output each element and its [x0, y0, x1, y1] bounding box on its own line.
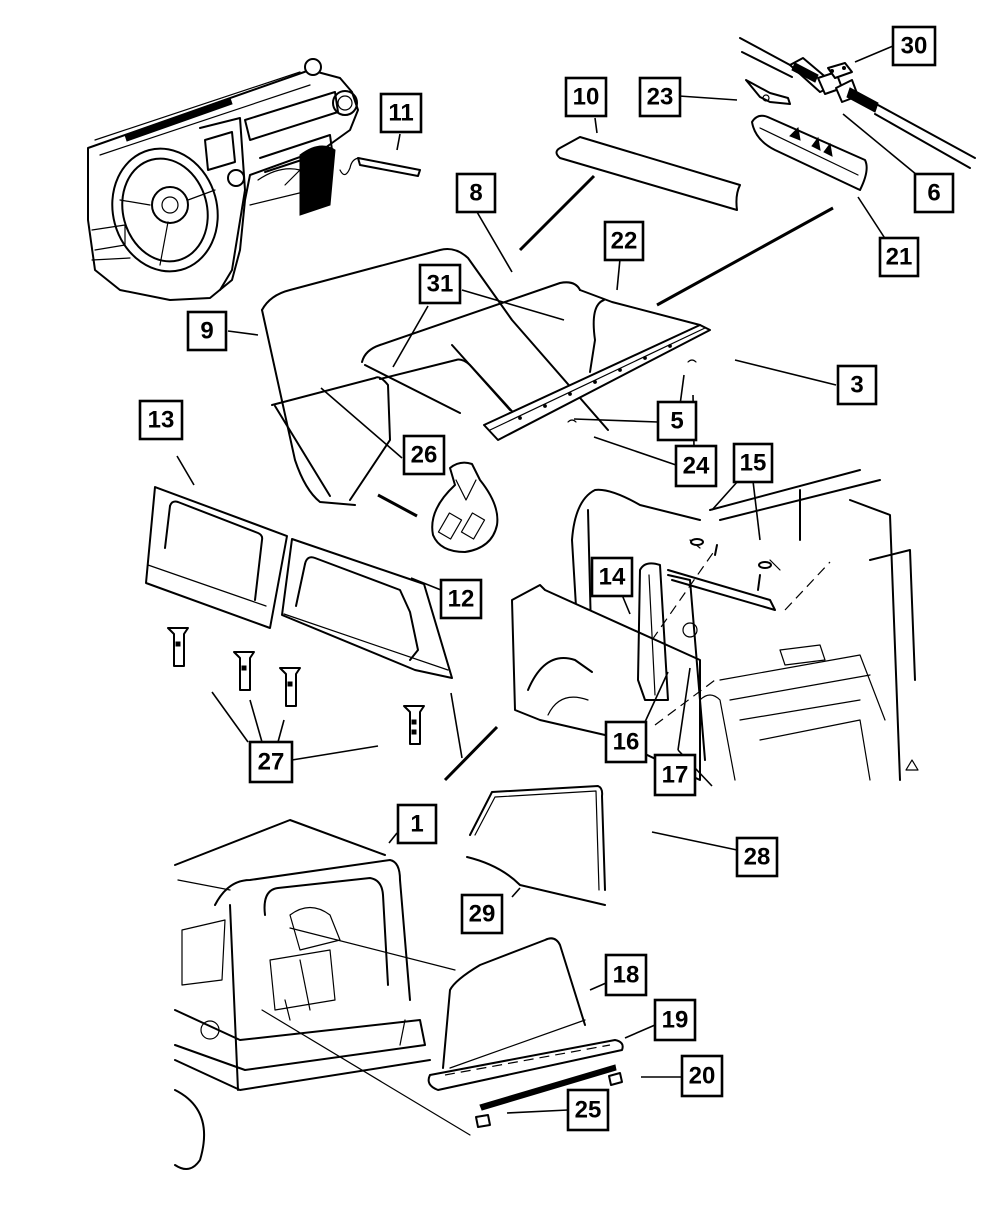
callout-21[interactable]: 21: [878, 236, 920, 278]
callout-6[interactable]: 6: [913, 172, 955, 214]
callout-31-label: 31: [427, 271, 454, 298]
callout-24[interactable]: 24: [674, 444, 718, 488]
part-11-tool: [339, 157, 421, 177]
callout-31[interactable]: 31: [418, 263, 462, 305]
callout-26-label: 26: [411, 442, 438, 469]
part-26-hardware-bag: [431, 461, 499, 553]
callout-25-label: 25: [575, 1097, 602, 1124]
dashboard-illustration: [87, 58, 359, 301]
callout-11[interactable]: 11: [379, 92, 423, 134]
callout-1[interactable]: 1: [396, 803, 438, 845]
bow-pivot-assembly: [739, 37, 976, 169]
callout-14[interactable]: 14: [590, 556, 634, 598]
callout-22-label: 22: [611, 228, 638, 255]
callout-9-label: 9: [200, 318, 213, 345]
callout-22[interactable]: 22: [603, 220, 645, 262]
callout-19-label: 19: [662, 1007, 689, 1034]
callout-26[interactable]: 26: [402, 434, 446, 476]
callout-30[interactable]: 30: [891, 25, 937, 67]
callout-3-label: 3: [850, 372, 863, 399]
callout-1-label: 1: [410, 811, 423, 838]
callout-13-label: 13: [148, 407, 175, 434]
callout-20-label: 20: [689, 1063, 716, 1090]
callout-17[interactable]: 17: [653, 753, 697, 797]
callout-23[interactable]: 23: [638, 76, 682, 118]
callout-28-label: 28: [744, 844, 771, 871]
callout-6-label: 6: [927, 180, 940, 207]
callout-21-label: 21: [886, 244, 913, 271]
callout-8[interactable]: 8: [455, 172, 497, 214]
callout-16-label: 16: [613, 729, 640, 756]
callout-3[interactable]: 3: [836, 364, 878, 406]
callout-29[interactable]: 29: [460, 893, 504, 935]
callout-20[interactable]: 20: [680, 1054, 724, 1098]
callout-18-label: 18: [613, 962, 640, 989]
part-19-tailgate-cover: [427, 1039, 624, 1091]
leader-lines: [176, 45, 918, 1114]
callout-10[interactable]: 10: [564, 76, 608, 118]
callout-11-label: 11: [388, 100, 413, 127]
part-10-sunrider-panel: [555, 136, 741, 211]
callout-16[interactable]: 16: [604, 720, 648, 764]
callout-15-label: 15: [740, 450, 767, 477]
callout-25[interactable]: 25: [566, 1088, 610, 1132]
callout-5[interactable]: 5: [656, 400, 698, 442]
callout-15[interactable]: 15: [732, 442, 774, 484]
vehicle-rear-illustration: [174, 819, 471, 1170]
callout-5-label: 5: [670, 408, 683, 435]
part-29-seal-strip: [466, 856, 606, 906]
callout-17-label: 17: [662, 762, 689, 789]
callout-27-label: 27: [258, 749, 285, 776]
callout-28[interactable]: 28: [735, 836, 779, 878]
callout-29-label: 29: [469, 901, 496, 928]
callout-23-label: 23: [647, 84, 674, 111]
callout-8-label: 8: [469, 180, 482, 207]
part-18-tailgate-bar: [442, 937, 586, 1069]
part-27-window-clips: [167, 627, 425, 745]
callout-10-label: 10: [573, 84, 600, 111]
callouts: 30 23 10 6 21 11 8 22 31 9 3 5 24 13 26 …: [138, 25, 955, 1132]
callout-9[interactable]: 9: [186, 310, 228, 352]
callout-12[interactable]: 12: [439, 578, 483, 620]
part-23-bracket: [745, 79, 791, 105]
part-13-left-quarter-window: [145, 486, 288, 629]
part-28-door-frame-seal: [469, 785, 606, 891]
callout-14-label: 14: [599, 564, 626, 591]
soft-top-frame: [261, 248, 711, 506]
part-12-right-quarter-window: [281, 538, 453, 679]
body-tub-illustration: [511, 469, 919, 781]
part-25-tailgate-channel: [475, 1064, 617, 1128]
header-holes: [518, 344, 672, 420]
part-20-tailgate-clip: [608, 1072, 623, 1086]
callout-12-label: 12: [448, 586, 475, 613]
callout-18[interactable]: 18: [604, 953, 648, 997]
callout-24-label: 24: [683, 453, 710, 480]
callout-19[interactable]: 19: [653, 998, 697, 1042]
callout-27[interactable]: 27: [248, 740, 294, 784]
callout-13[interactable]: 13: [138, 399, 184, 441]
part-21-bow-cover: [751, 114, 868, 191]
callout-30-label: 30: [901, 33, 928, 60]
